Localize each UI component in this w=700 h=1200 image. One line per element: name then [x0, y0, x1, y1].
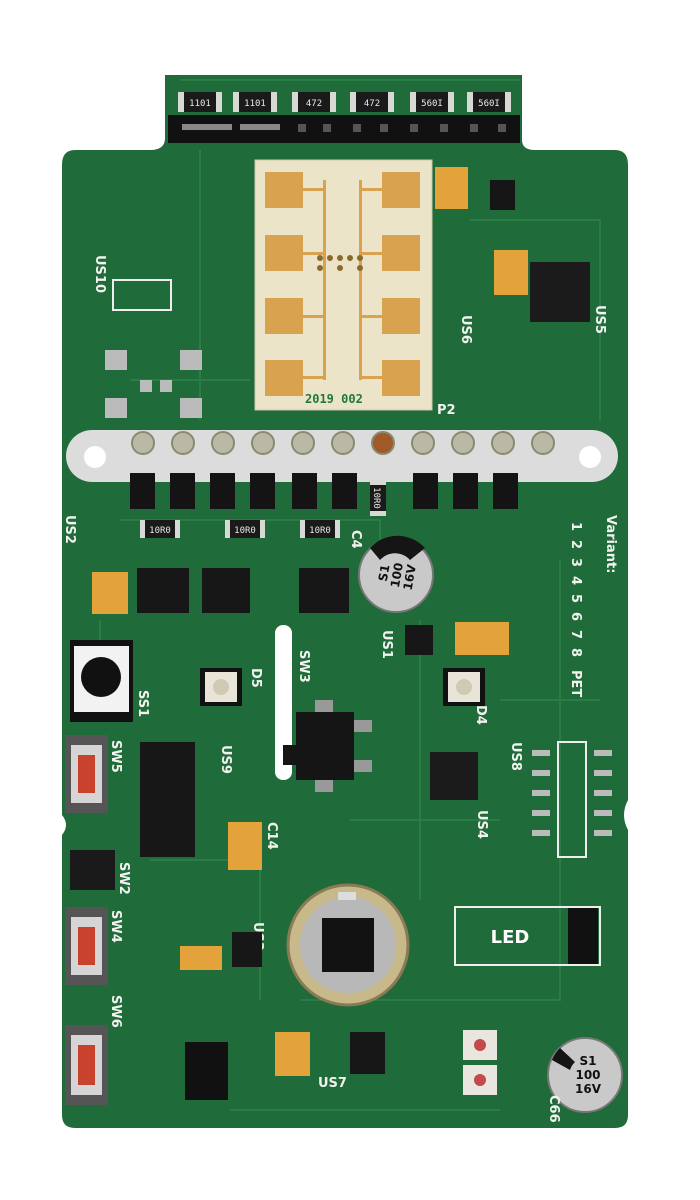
svg-text:10R0: 10R0: [149, 526, 171, 536]
chip-us5: [530, 262, 590, 322]
svg-text:5: 5: [568, 594, 583, 603]
label-us9: US9: [218, 745, 233, 774]
switch-sw3[interactable]: [283, 700, 372, 792]
switch-sw6[interactable]: [65, 1025, 108, 1105]
header-pins: [182, 124, 506, 132]
svg-text:3: 3: [568, 558, 583, 567]
capacitor-c4: S1 100 16V: [358, 535, 434, 613]
svg-text:8: 8: [568, 648, 583, 657]
ic: [490, 180, 515, 210]
label-d4: D4: [473, 705, 488, 725]
svg-text:4: 4: [568, 576, 583, 585]
label-us8: US8: [508, 742, 523, 771]
switch-sw5[interactable]: [65, 735, 108, 813]
mount-hole: [84, 446, 106, 468]
label-sw4: SW4: [108, 910, 123, 943]
label-us1: US1: [379, 630, 394, 659]
tantalum-cap: [435, 167, 468, 209]
label-us5: US5: [592, 305, 607, 334]
label-p2: P2: [437, 403, 456, 418]
label-c66: C66: [546, 1095, 561, 1123]
svg-text:16V: 16V: [575, 1082, 602, 1096]
footprint-us10: [112, 279, 172, 311]
label-sw3: SW3: [296, 650, 311, 683]
label-sw2: SW2: [116, 862, 131, 895]
svg-text:472: 472: [306, 99, 322, 109]
switch-sw4[interactable]: [65, 907, 108, 985]
svg-text:S1: S1: [580, 1054, 597, 1068]
label-us10: US10: [92, 255, 107, 293]
svg-text:560I: 560I: [478, 99, 500, 109]
svg-text:560I: 560I: [421, 99, 443, 109]
svg-text:1: 1: [568, 522, 583, 531]
metal-strip: [66, 430, 618, 482]
led-d5: [200, 668, 242, 706]
switch-sw2[interactable]: [70, 850, 115, 890]
tantalum-cap-c14: [228, 822, 262, 870]
label-sw5: SW5: [108, 740, 123, 773]
mount-hole: [579, 446, 601, 468]
mid-resistors: 10R0 10R0 10R0 10R0: [140, 480, 386, 538]
label-us7: US7: [318, 1076, 347, 1091]
tantalum-cap: [455, 622, 509, 655]
solder-joints: [131, 431, 555, 455]
black-component: [185, 1042, 228, 1100]
transistor-row: [130, 473, 518, 509]
svg-text:10R0: 10R0: [234, 526, 256, 536]
svg-text:Variant:: Variant:: [603, 515, 618, 573]
white-leds: [463, 1030, 497, 1095]
antenna-date-code: 2019 002: [305, 392, 363, 406]
svg-text:16V: 16V: [401, 563, 419, 592]
top-resistor-row: 1101 1101 472 472 560I 560I: [178, 92, 511, 112]
label-c4: C4: [348, 530, 363, 549]
label-c14: C14: [264, 822, 279, 850]
label-ss1: SS1: [135, 690, 150, 717]
led-jumper-area: LED: [454, 906, 601, 966]
svg-text:1101: 1101: [189, 99, 211, 109]
svg-text:100: 100: [575, 1068, 600, 1082]
chip-us9: [140, 742, 195, 857]
label-us2: US2: [62, 515, 77, 544]
board-slot: [275, 625, 292, 780]
ic: [232, 932, 262, 967]
tantalum-cap: [180, 946, 222, 970]
variant-table: Variant: 1 2 3 4 5 6 7 8 PET: [568, 515, 618, 697]
tantalum-cap: [275, 1032, 310, 1076]
svg-text:472: 472: [364, 99, 380, 109]
label-sw6: SW6: [108, 995, 123, 1028]
svg-text:100: 100: [388, 562, 406, 589]
radar-antenna-module: 2019 002: [254, 159, 433, 411]
tantalum-cap: [494, 250, 528, 295]
pads: [532, 750, 612, 836]
capacitor-c66: S1 100 16V: [547, 1037, 623, 1113]
button-ss1[interactable]: [70, 640, 133, 722]
svg-text:S1: S1: [376, 563, 393, 582]
ic: [350, 1032, 385, 1074]
svg-text:10R0: 10R0: [309, 526, 331, 536]
chip-us4: [430, 752, 478, 800]
svg-text:PET: PET: [568, 670, 583, 697]
tantalum-cap: [92, 572, 128, 614]
led-d4: [443, 668, 485, 706]
footprint-us8: [557, 741, 587, 858]
ic-row: [137, 568, 433, 655]
svg-text:10R0: 10R0: [371, 487, 381, 509]
svg-text:2: 2: [568, 540, 583, 549]
label-us4: US4: [474, 810, 489, 839]
svg-text:1101: 1101: [244, 99, 266, 109]
pads: [105, 350, 202, 418]
svg-text:6: 6: [568, 612, 583, 621]
label-led: LED: [491, 927, 530, 948]
svg-text:7: 7: [568, 630, 583, 639]
pir-sensor-us3: [286, 883, 410, 1007]
label-us6: US6: [458, 315, 473, 344]
label-d5: D5: [248, 668, 263, 688]
jumper-led[interactable]: [568, 908, 598, 964]
